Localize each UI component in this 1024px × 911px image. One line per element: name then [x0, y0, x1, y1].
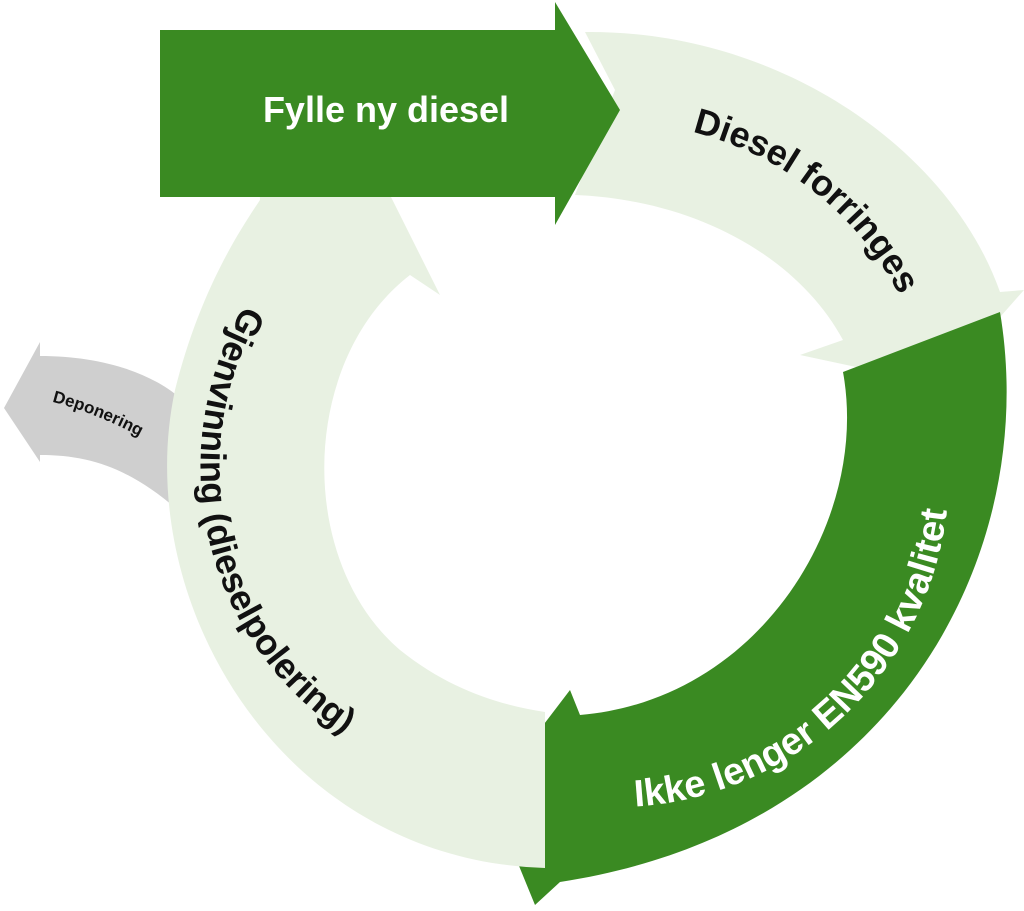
- arrow-fylle-ny-diesel: [160, 2, 620, 225]
- arc-ikke-lenger-en590: [490, 312, 1007, 905]
- exit-arrow-deponering: [4, 342, 180, 512]
- label-fylle-ny-diesel: Fylle ny diesel: [263, 89, 509, 130]
- arc-gjenvinning: [167, 158, 545, 868]
- arc-diesel-forringes: [575, 31, 1024, 386]
